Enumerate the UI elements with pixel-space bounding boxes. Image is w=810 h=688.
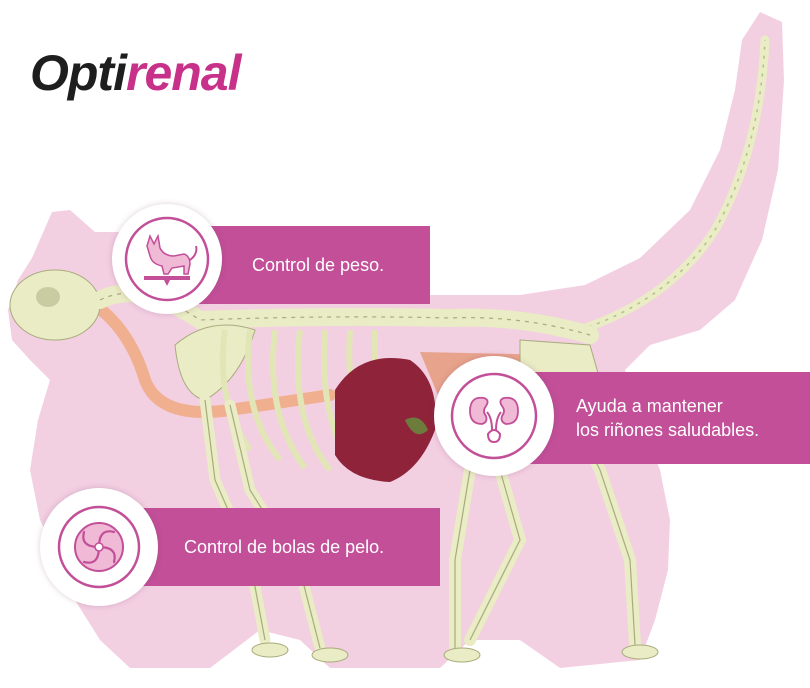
logo-part-opti: Opti (30, 45, 127, 101)
kidney-health-badge (434, 356, 554, 476)
scapula (174, 324, 256, 401)
cat-on-scale-icon (124, 216, 210, 302)
liver (335, 358, 436, 482)
kidney-health-text-line1: Ayuda a mantener (576, 395, 723, 416)
weight-control-badge (112, 204, 222, 314)
cat-silhouette (8, 12, 784, 668)
kidney-health-text-line2: los riñones saludables. (576, 420, 760, 440)
optirenal-logo: Optirenal (30, 48, 241, 98)
kidneys-icon (450, 372, 538, 460)
weight-control-text: Control de peso. (252, 254, 385, 275)
hairball-control-label: Control de bolas de pelo. (110, 508, 440, 586)
hairball-control-badge (40, 488, 158, 606)
hairball-control-text: Control de bolas de pelo. (184, 536, 385, 557)
hairball-swirl-icon (57, 505, 141, 589)
logo-part-renal: renal (125, 45, 242, 101)
paws (251, 642, 659, 663)
